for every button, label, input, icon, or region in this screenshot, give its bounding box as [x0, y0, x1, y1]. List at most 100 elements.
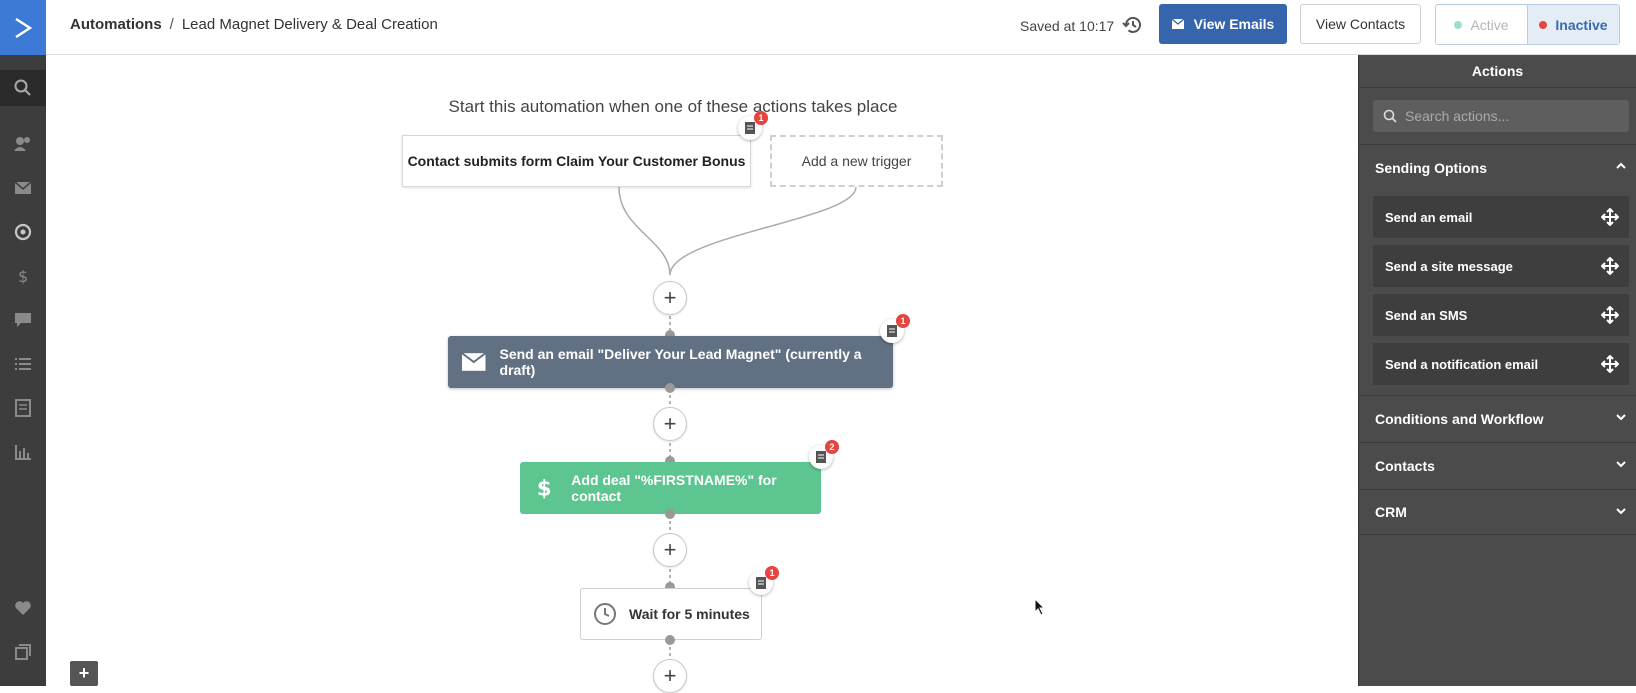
connector-dot: [665, 582, 675, 592]
deals-icon[interactable]: $: [0, 258, 46, 294]
note-icon: [816, 451, 826, 463]
badge-count: 2: [825, 440, 839, 454]
view-emails-label: View Emails: [1193, 16, 1275, 32]
badge-count: 1: [896, 314, 910, 328]
badge-count: 1: [754, 111, 768, 125]
action-send-sms[interactable]: Send an SMS: [1373, 294, 1629, 336]
action-label: Send an email: [1385, 209, 1473, 225]
section-label: Contacts: [1375, 457, 1435, 474]
envelope-icon: [1171, 19, 1184, 29]
chevron-up-icon: [1616, 162, 1626, 169]
add-step-button[interactable]: +: [653, 407, 687, 441]
active-dot: [1454, 20, 1463, 29]
wait-step[interactable]: Wait for 5 minutes: [580, 588, 762, 640]
trigger-node[interactable]: Contact submits form Claim Your Customer…: [402, 135, 751, 187]
automation-name[interactable]: Lead Magnet Delivery & Deal Creation: [181, 16, 438, 33]
action-label: Send an SMS: [1385, 307, 1468, 323]
note-icon: [756, 577, 766, 589]
view-contacts-button[interactable]: View Contacts: [1300, 4, 1421, 44]
forms-icon[interactable]: [0, 390, 46, 426]
actions-search[interactable]: [1373, 100, 1629, 132]
trigger-note-badge[interactable]: 1: [738, 111, 768, 140]
svg-text:$: $: [537, 476, 552, 500]
send-email-step[interactable]: Send an email "Deliver Your Lead Magnet"…: [448, 336, 893, 388]
section-sending-options[interactable]: Sending Options: [1359, 144, 1636, 190]
clock-icon: [594, 603, 616, 625]
top-header: Automations / Lead Magnet Delivery & Deal …: [46, 0, 1636, 55]
connector-dot: [665, 456, 675, 466]
conversations-icon[interactable]: [0, 302, 46, 338]
actions-panel-title: Actions: [1359, 55, 1636, 88]
section-conditions-workflow[interactable]: Conditions and Workflow: [1359, 395, 1636, 441]
section-label: CRM: [1375, 504, 1407, 520]
search-icon[interactable]: [0, 70, 46, 106]
breadcrumb: Automations / Lead Magnet Delivery & Deal …: [70, 0, 438, 50]
add-step-button[interactable]: +: [653, 281, 687, 315]
breadcrumb-separator: /: [169, 16, 174, 33]
view-emails-button[interactable]: View Emails: [1159, 4, 1287, 44]
left-nav: $: [0, 0, 46, 686]
chevron-down-icon: [1616, 414, 1626, 421]
mouse-cursor-icon: [1034, 598, 1046, 616]
section-label: Conditions and Workflow: [1375, 410, 1544, 427]
chevron-down-icon: [1616, 461, 1626, 468]
contacts-icon[interactable]: [0, 126, 46, 162]
inactive-label: Inactive: [1555, 16, 1608, 33]
logo-icon[interactable]: [0, 0, 46, 55]
lists-icon[interactable]: [0, 346, 46, 382]
move-icon[interactable]: [1601, 257, 1619, 275]
move-icon[interactable]: [1601, 306, 1619, 324]
heart-icon[interactable]: [0, 590, 46, 626]
action-send-site-message[interactable]: Send a site message: [1373, 245, 1629, 287]
connector-dot: [665, 330, 675, 340]
campaigns-icon[interactable]: [0, 170, 46, 206]
wait-note-badge[interactable]: 1: [749, 566, 779, 595]
add-trigger-label: Add a new trigger: [801, 153, 912, 169]
action-send-email[interactable]: Send an email: [1373, 196, 1629, 238]
section-contacts[interactable]: Contacts: [1359, 442, 1636, 488]
badge-count: 1: [765, 566, 779, 580]
connector-dot: [665, 635, 675, 645]
inactive-option[interactable]: Inactive: [1527, 5, 1619, 44]
add-trigger-button[interactable]: Add a new trigger: [770, 135, 943, 187]
section-crm[interactable]: CRM: [1359, 489, 1636, 535]
move-icon[interactable]: [1601, 355, 1619, 373]
automations-icon[interactable]: [0, 214, 46, 250]
envelope-icon: [462, 353, 486, 371]
note-icon: [887, 325, 897, 337]
reports-icon[interactable]: [0, 434, 46, 470]
step-label: Send an email "Deliver Your Lead Magnet"…: [499, 346, 862, 378]
connector-dot: [665, 383, 675, 393]
inactive-dot: [1539, 20, 1548, 29]
deal-note-badge[interactable]: 2: [809, 440, 839, 469]
section-label: Sending Options: [1375, 159, 1487, 176]
note-icon: [745, 122, 755, 134]
move-icon[interactable]: [1601, 208, 1619, 226]
active-label: Active: [1470, 16, 1509, 33]
step-label: Add deal "%FIRSTNAME%" for contact: [571, 472, 777, 504]
action-label: Send a notification email: [1385, 356, 1539, 372]
history-icon[interactable]: [1121, 13, 1145, 37]
step-label: Wait for 5 minutes: [629, 606, 750, 622]
add-note-button[interactable]: +: [70, 661, 98, 686]
connector-dot: [665, 509, 675, 519]
trigger-heading: Start this automation when one of these …: [448, 97, 898, 116]
apps-icon[interactable]: [0, 634, 46, 670]
status-toggle[interactable]: Active Inactive: [1435, 4, 1620, 45]
dollar-icon: $: [537, 476, 552, 500]
saved-status: Saved at 10:17: [1020, 18, 1115, 34]
actions-search-input[interactable]: [1405, 108, 1625, 124]
action-label: Send a site message: [1385, 258, 1513, 274]
action-send-notification-email[interactable]: Send a notification email: [1373, 343, 1629, 385]
add-step-button[interactable]: +: [653, 533, 687, 567]
add-deal-step[interactable]: $ Add deal "%FIRSTNAME%" for contact: [520, 462, 821, 514]
svg-text:$: $: [18, 267, 28, 286]
breadcrumb-automations-link[interactable]: Automations: [70, 16, 162, 33]
trigger-label: Contact submits form Claim Your Customer…: [407, 153, 746, 169]
chevron-down-icon: [1616, 508, 1626, 515]
add-step-button[interactable]: +: [653, 659, 687, 693]
active-option[interactable]: Active: [1436, 5, 1527, 44]
actions-panel: Actions Sending Options Send an email Se…: [1358, 55, 1636, 686]
search-icon: [1383, 109, 1397, 123]
email-note-badge[interactable]: 1: [880, 314, 910, 343]
